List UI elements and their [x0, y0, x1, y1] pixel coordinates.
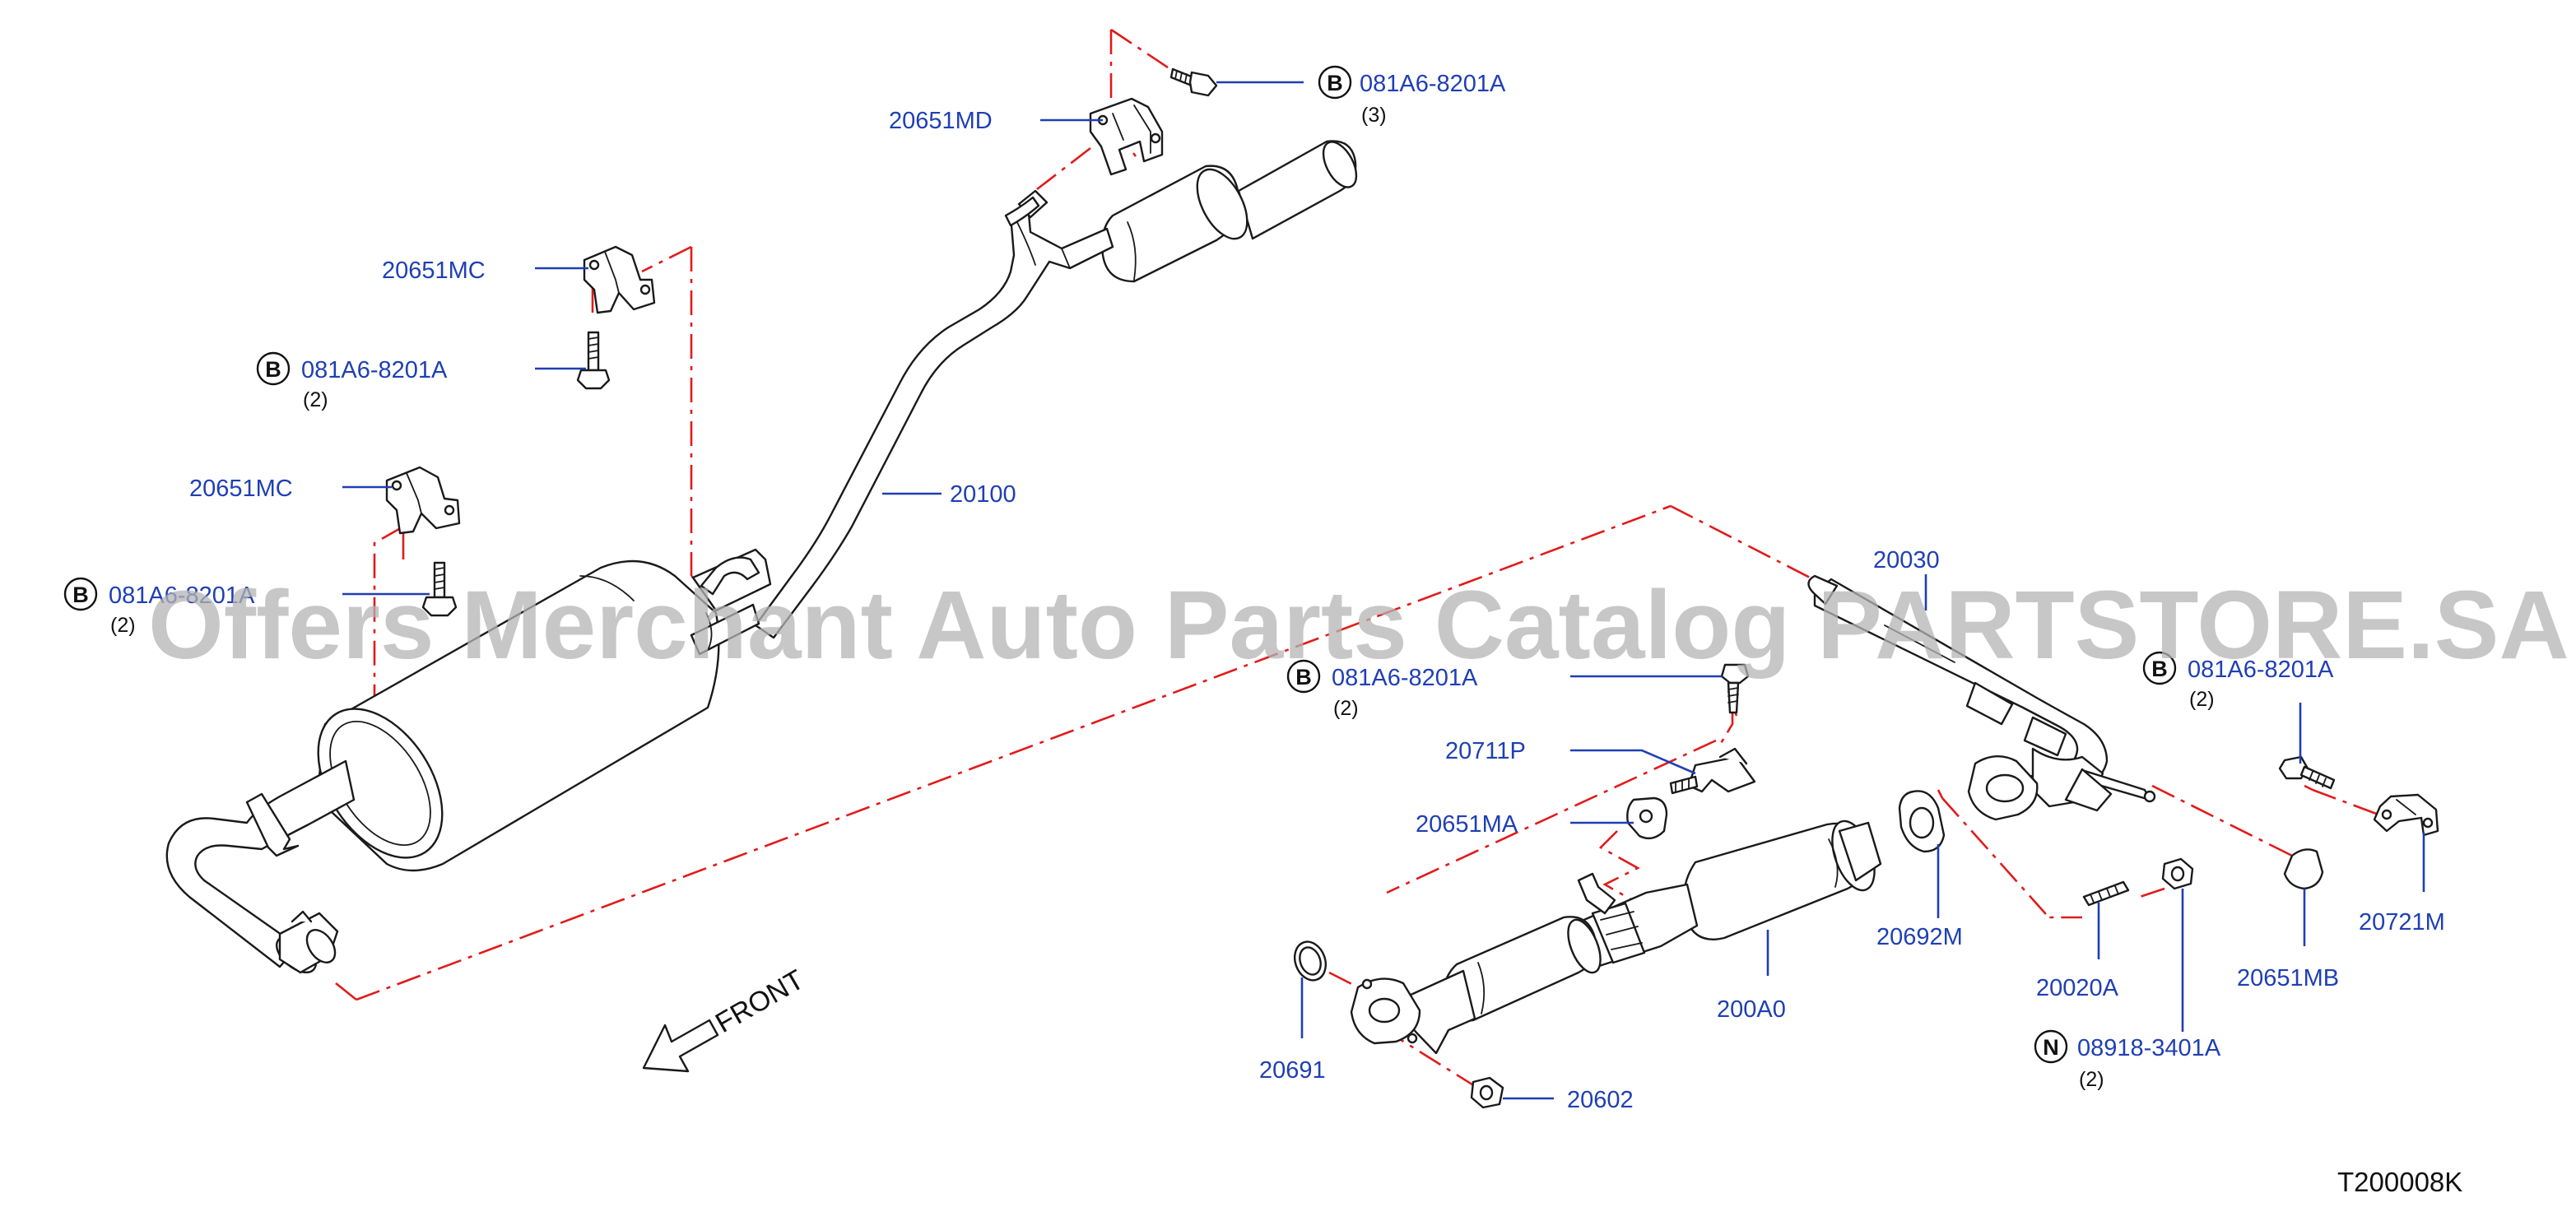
front-label: FRONT — [710, 963, 809, 1038]
quantity: (2) — [303, 388, 328, 411]
bracket-20711p — [1669, 747, 1756, 795]
mark-circle — [1318, 65, 1352, 100]
bolt-081a6-top — [1169, 67, 1218, 97]
part-number-20692m: 20692M — [1876, 924, 1963, 950]
callout-bolt-center: B 081A6-8201A (2) — [1286, 659, 1478, 720]
callout-bolt-left-upper: B 081A6-8201A (2) — [256, 351, 448, 411]
callout-bolt-left-lower: B 081A6-8201A (2) — [63, 577, 255, 637]
callout-bolt-top: B 081A6-8201A (3) — [1318, 65, 1506, 127]
nut-20602 — [1470, 1076, 1504, 1109]
bracket-20721m — [2373, 793, 2439, 837]
mark-letter: B — [1327, 71, 1343, 95]
part-number-20651md: 20651MD — [889, 108, 993, 134]
drawing-code: T200008K — [2337, 1167, 2462, 1197]
seal-ring-20691 — [1293, 940, 1328, 982]
mark-circle — [1286, 659, 1321, 694]
part-number: 08918-3401A — [2077, 1035, 2221, 1061]
leader-lines — [342, 81, 2425, 1100]
mark-circle — [63, 577, 98, 611]
part-number-20651mb: 20651MB — [2237, 965, 2339, 991]
mark-letter: B — [72, 583, 89, 607]
mark-letter: B — [1295, 665, 1312, 689]
mark-circle — [2034, 1029, 2068, 1064]
callout-nut: N 08918-3401A (2) — [2034, 1029, 2221, 1091]
front-direction-arrow: FRONT — [642, 963, 809, 1073]
bracket-20651mc-lower — [385, 466, 461, 535]
mark-letter: B — [265, 357, 281, 382]
part-number-20651ma: 20651MA — [1416, 811, 1518, 838]
mark-circle — [256, 351, 291, 386]
quantity: (2) — [2189, 688, 2215, 711]
part-number-20651mc-lower: 20651MC — [189, 476, 293, 502]
quantity: (3) — [1361, 104, 1387, 127]
bracket-20651mc-upper — [583, 245, 656, 314]
stud-20020a — [2082, 880, 2130, 907]
part-number-20030: 20030 — [1873, 547, 1940, 573]
part-number-20721m: 20721M — [2359, 909, 2445, 935]
part-number-20100: 20100 — [950, 481, 1016, 508]
bolt-081a6-left-lower — [421, 561, 458, 617]
callout-bolt-right: B 081A6-8201A (2) — [2142, 651, 2334, 711]
quantity: (2) — [2079, 1068, 2104, 1091]
part-number: 081A6-8201A — [1332, 665, 1478, 691]
mount-20651mb — [2283, 848, 2324, 890]
mark-circle — [2142, 651, 2177, 685]
front-tube-20030 — [1807, 574, 2156, 821]
bolt-081a6-right — [2278, 755, 2336, 790]
mark-letter: N — [2043, 1035, 2059, 1060]
part-number: 081A6-8201A — [109, 583, 255, 609]
main-muffler-assembly — [165, 140, 1358, 974]
part-number-20691: 20691 — [1259, 1057, 1326, 1084]
catalyst-200a0 — [1350, 819, 1882, 1055]
gasket-20692m — [1898, 790, 1946, 853]
mount-20651ma — [1626, 796, 1668, 840]
nut-08918 — [2161, 857, 2194, 890]
bracket-20651md — [1089, 97, 1164, 176]
part-number-20711p: 20711P — [1445, 738, 1526, 764]
part-number: 081A6-8201A — [2188, 657, 2334, 683]
part-number-200a0: 200A0 — [1717, 996, 1786, 1023]
quantity: (2) — [1333, 697, 1359, 720]
part-number-20020a: 20020A — [2036, 975, 2119, 1001]
mark-letter: B — [2151, 657, 2168, 681]
part-number: 081A6-8201A — [1360, 71, 1506, 97]
part-number: 081A6-8201A — [301, 357, 448, 383]
bolt-081a6-left-upper — [576, 331, 611, 390]
assembly-lines — [335, 28, 2379, 1092]
part-number-20651mc-upper: 20651MC — [382, 258, 486, 284]
quantity: (2) — [110, 614, 136, 637]
watermark: Offers Merchant Auto Parts Catalog PARTS… — [148, 571, 2569, 680]
part-number-20602: 20602 — [1567, 1087, 1634, 1113]
